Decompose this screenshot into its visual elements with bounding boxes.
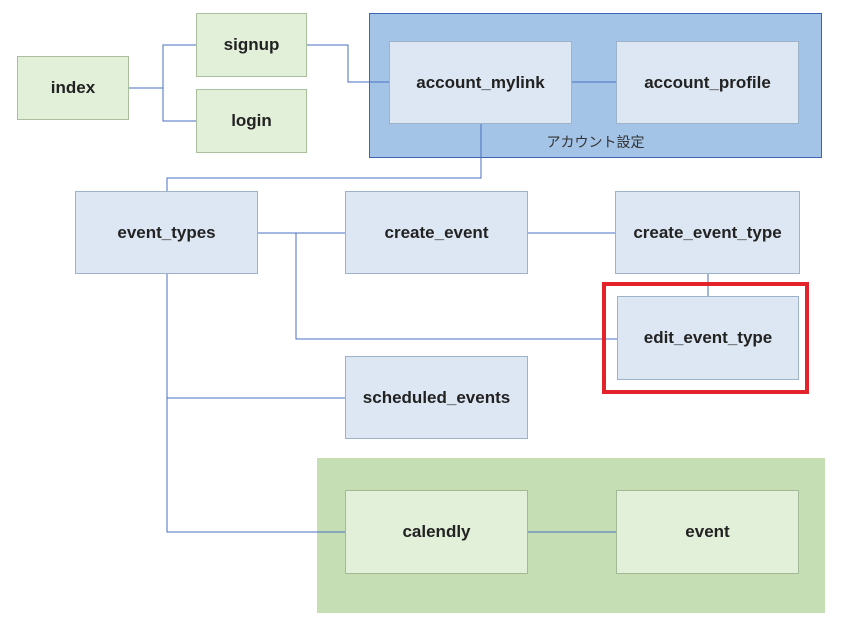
account-settings-label: アカウント設定: [546, 134, 645, 150]
highlight-box: [602, 282, 809, 394]
connector-signup-account-mylink: [307, 44, 389, 83]
connector-event-types-edit-event-type: [295, 233, 617, 340]
node-index: index: [17, 56, 129, 120]
node-event-types: event_types: [75, 191, 258, 274]
node-account-mylink: account_mylink: [389, 41, 572, 124]
node-edit-event-type: edit_event_type: [617, 296, 799, 380]
node-create-event: create_event: [345, 191, 528, 274]
connector-index-signup-login: [129, 44, 196, 122]
node-calendly: calendly: [345, 490, 528, 574]
connector-mylink-event-types: [166, 124, 482, 191]
node-scheduled-events: scheduled_events: [345, 356, 528, 439]
node-account-profile: account_profile: [616, 41, 799, 124]
connector-event-types-scheduled-calendly: [166, 274, 345, 533]
node-create-event-type: create_event_type: [615, 191, 800, 274]
node-signup: signup: [196, 13, 307, 77]
node-event: event: [616, 490, 799, 574]
node-login: login: [196, 89, 307, 153]
